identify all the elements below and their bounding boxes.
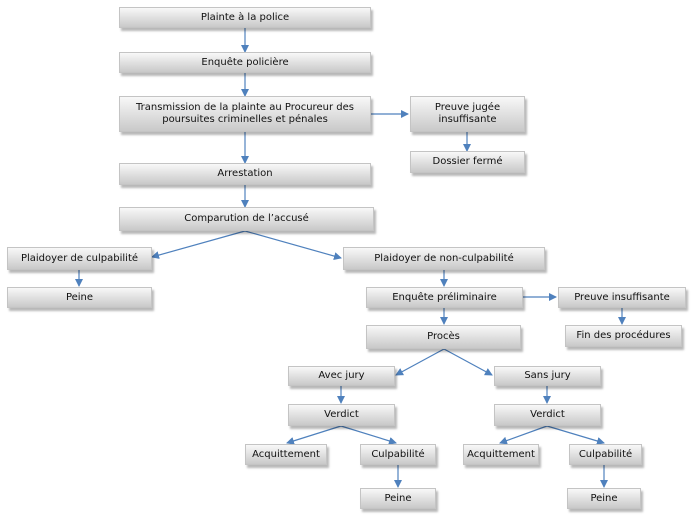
arrow-verdict1-culpabilite	[340, 425, 397, 445]
node-acquittement-1-label: Acquittement	[252, 448, 320, 460]
node-transmission: Transmission de la plainte au Procureur …	[119, 96, 371, 132]
node-peine-2-label: Peine	[384, 492, 412, 504]
node-dossier-ferme-label: Dossier fermé	[432, 156, 503, 167]
node-verdict-1-label: Verdict	[324, 409, 359, 420]
node-arrestation: Arrestation	[119, 163, 371, 185]
node-culpabilite-1-label: Culpabilité	[371, 448, 425, 460]
node-verdict-2-label: Verdict	[530, 409, 565, 420]
node-proces-label: Procès	[427, 331, 460, 342]
node-peine-1: Peine	[7, 287, 152, 308]
node-comparution: Comparution de l’accusé	[119, 207, 374, 231]
node-preuve-insuffisante-label: Preuve insuffisante	[574, 291, 670, 303]
node-peine-1-label: Peine	[65, 291, 94, 303]
node-plaidoyer-culpabilite: Plaidoyer de culpabilité	[7, 247, 152, 270]
node-enquete-preliminaire: Enquête préliminaire	[366, 287, 523, 308]
node-acquittement-1: Acquittement	[245, 444, 327, 465]
node-acquittement-2: Acquittement	[463, 444, 539, 465]
node-fin-procedures-label: Fin des procédures	[576, 330, 671, 341]
node-sans-jury: Sans jury	[494, 366, 601, 386]
node-transmission-label: Transmission de la plainte au Procureur …	[136, 102, 354, 125]
arrow-comparution-plaidoyer-culp	[151, 230, 246, 259]
arrow-verdict2-acquittement	[499, 425, 548, 445]
arrow-proces-avec-jury	[395, 348, 445, 376]
node-verdict-2: Verdict	[494, 404, 601, 426]
node-verdict-1: Verdict	[288, 404, 395, 426]
node-enquete-policiere-label: Enquête policière	[201, 56, 289, 68]
node-culpabilite-2-label: Culpabilité	[578, 448, 633, 460]
node-peine-3-label: Peine	[590, 492, 618, 504]
node-dossier-ferme: Dossier fermé	[410, 151, 525, 173]
node-plaidoyer-non-culpabilite: Plaidoyer de non-culpabilité	[343, 247, 545, 270]
node-plainte-label: Plainte à la police	[200, 11, 290, 23]
arrow-comparution-plaidoyer-non-culp	[244, 230, 342, 260]
node-avec-jury-label: Avec jury	[318, 370, 365, 381]
node-culpabilite-1: Culpabilité	[360, 444, 436, 465]
node-avec-jury: Avec jury	[288, 366, 395, 386]
node-plainte: Plainte à la police	[119, 7, 371, 28]
node-sans-jury-label: Sans jury	[524, 370, 571, 381]
node-arrestation-label: Arrestation	[217, 168, 273, 179]
node-comparution-label: Comparution de l’accusé	[184, 213, 309, 224]
node-plaidoyer-culpabilite-label: Plaidoyer de culpabilité	[20, 252, 139, 264]
arrow-verdict1-acquittement	[286, 425, 342, 445]
node-preuve-jugee-insuffisante: Preuve jugée insuffisante	[410, 96, 525, 132]
node-proces: Procès	[366, 325, 521, 349]
node-preuve-jugee-label: Preuve jugée insuffisante	[434, 102, 501, 125]
node-culpabilite-2: Culpabilité	[569, 444, 642, 465]
node-peine-3: Peine	[567, 488, 641, 509]
arrow-proces-sans-jury	[443, 348, 493, 376]
arrow-verdict2-culpabilite	[546, 425, 605, 445]
node-plaidoyer-non-culpabilite-label: Plaidoyer de non-culpabilité	[374, 252, 514, 264]
node-enquete-preliminaire-label: Enquête préliminaire	[392, 291, 497, 303]
node-fin-procedures: Fin des procédures	[565, 325, 682, 347]
node-preuve-insuffisante: Preuve insuffisante	[558, 287, 686, 308]
node-enquete-policiere: Enquête policière	[119, 52, 371, 73]
node-acquittement-2-label: Acquittement	[467, 448, 535, 460]
node-peine-2: Peine	[360, 488, 436, 509]
